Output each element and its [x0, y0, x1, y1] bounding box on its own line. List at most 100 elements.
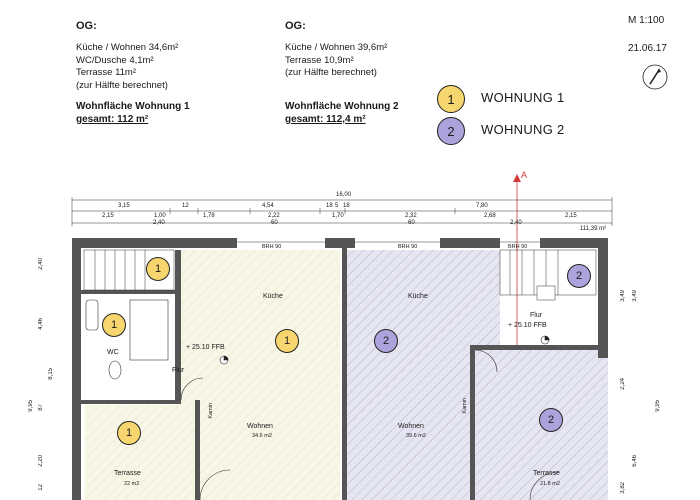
dim-label: 60: [271, 220, 278, 226]
dim-v-label: 9,95: [655, 400, 661, 412]
legend-number: 1: [447, 91, 455, 107]
dim-v-label: 4,46: [38, 318, 44, 330]
dim-v-label: 2,20: [38, 455, 44, 467]
apartment-marker-1: 1: [117, 421, 141, 445]
apt2-living-hatch: [347, 250, 500, 500]
total-title-left: Wohnfläche Wohnung 1: [76, 101, 190, 112]
marker-number: 1: [125, 427, 133, 439]
area-line: Küche / Wohnen 34,6m²: [76, 42, 179, 53]
room-label-kueche-1: Küche: [263, 293, 283, 300]
marker-number: 2: [547, 414, 555, 426]
level-marker-icon: [219, 335, 550, 365]
apartment-marker-1: 1: [275, 329, 299, 353]
room-label-wohnen-2: Wohnen: [398, 423, 424, 430]
dim-v-label: 8,15: [48, 368, 54, 380]
dim-label: 1,70: [332, 213, 344, 219]
og-title-left: OG:: [76, 20, 97, 32]
legend-number: 2: [447, 123, 455, 139]
marker-number: 1: [110, 319, 118, 331]
header-left-block: OG: Küche / Wohnen 34,6m² WC/Dusche 4,1m…: [76, 20, 276, 126]
room-label-terrasse-1: Terrasse: [114, 470, 141, 477]
apt1-living-hatch: [180, 250, 340, 500]
dim-v-label: 3,82: [620, 482, 626, 494]
dim-label: 5: [335, 203, 339, 209]
legend-label-1: WOHNUNG 1: [481, 90, 565, 105]
scale-label: M 1:100: [628, 15, 665, 26]
area-line: Terrasse 11m²: [76, 67, 137, 78]
stair-apt1: [83, 249, 175, 291]
room-label-wc: WC: [107, 349, 119, 356]
level-label-1: + 25.10 FFB: [186, 344, 225, 351]
marker-number: 2: [382, 335, 390, 347]
apartment-marker-1: 1: [146, 257, 170, 281]
section-arrow-icon: [513, 174, 521, 182]
date-label: 21.06.17: [628, 43, 667, 54]
window-label: BRH 90: [398, 244, 418, 250]
dim-v-label: 2,40: [38, 258, 44, 270]
dim-label: 1,78: [203, 213, 215, 219]
wc-fixtures: [85, 299, 169, 380]
dim-v-label: 6,46: [632, 455, 638, 467]
dim-v-label: 3,49: [632, 290, 638, 302]
apartment-marker-2: 2: [374, 329, 398, 353]
window-label: BRH 90: [508, 244, 528, 250]
legend-label-2: WOHNUNG 2: [481, 122, 565, 137]
room-label-flur-1: Flur: [172, 367, 185, 374]
dim-label: 60: [408, 220, 415, 226]
level-label-2: + 25.10 FFB: [508, 322, 547, 329]
area-line: Terrasse 10,9m²: [285, 54, 354, 66]
dim-v-label: 9,95: [28, 400, 34, 412]
apartment-marker-2: 2: [567, 264, 591, 288]
room-area-terrasse-2: 21.8 m2: [540, 481, 560, 487]
dim-label: 2,15: [565, 213, 577, 219]
dim-label: 3,15: [118, 203, 130, 209]
kamin-label: Kamin: [462, 398, 468, 414]
stair-apt2: [499, 249, 597, 301]
room-area-wohnen-2: 39.6 m2: [406, 433, 426, 439]
area-line: WC/Dusche 4,1m²: [76, 54, 154, 66]
room-label-wohnen-1: Wohnen: [247, 423, 273, 430]
dim-label: 1,00: [154, 213, 166, 219]
og-title-middle: OG:: [285, 20, 306, 32]
dim-v-label: 87: [38, 404, 44, 411]
area-note: 111,39 m²: [580, 226, 607, 232]
dim-label: 12: [182, 203, 189, 209]
dim-label: 4,54: [262, 203, 274, 209]
section-marker-label: A: [521, 170, 528, 180]
walls: [72, 238, 608, 500]
apartment-marker-2: 2: [539, 408, 563, 432]
legend-marker-2: 2: [437, 117, 465, 145]
dim-label: 2,22: [268, 213, 280, 219]
total-label-middle: gesamt: 112,4 m²: [285, 114, 366, 125]
dim-label: 18: [326, 203, 333, 209]
dim-total: 16,00: [336, 192, 352, 198]
dim-v-label: 12: [38, 484, 44, 491]
apt1-terrace-hatch: [85, 405, 180, 500]
area-line: (zur Hälfte berechnet): [285, 67, 377, 78]
kamin-label: Kamin: [208, 403, 214, 419]
room-label-flur-2: Flur: [530, 312, 543, 319]
dim-label: 18: [343, 203, 350, 209]
north-arrow-icon: [642, 64, 668, 90]
apartment-marker-1: 1: [102, 313, 126, 337]
dimension-lines-top: [71, 197, 613, 226]
marker-number: 1: [283, 335, 291, 347]
dim-label: 2,40: [153, 220, 165, 226]
room-label-terrasse-2: Terrasse: [533, 470, 560, 477]
marker-number: 2: [575, 270, 583, 282]
area-line: Küche / Wohnen 39,6m²: [285, 42, 388, 53]
doors: [180, 349, 559, 500]
dim-v-label: 2,24: [620, 378, 626, 390]
dim-v-label: 3,49: [620, 290, 626, 302]
area-line: (zur Hälfte berechnet): [76, 79, 168, 91]
total-label-left: gesamt: 112 m²: [76, 114, 149, 125]
header-middle-block: OG: Küche / Wohnen 39,6m² Terrasse 10,9m…: [285, 20, 485, 126]
dim-label: 2,15: [102, 213, 114, 219]
window-label: BRH 90: [262, 244, 282, 250]
room-area-terrasse-1: 22 m2: [124, 481, 140, 487]
legend-marker-1: 1: [437, 85, 465, 113]
dim-label: 2,32: [405, 213, 417, 219]
marker-number: 1: [154, 263, 162, 275]
dim-label: 2,68: [484, 213, 496, 219]
